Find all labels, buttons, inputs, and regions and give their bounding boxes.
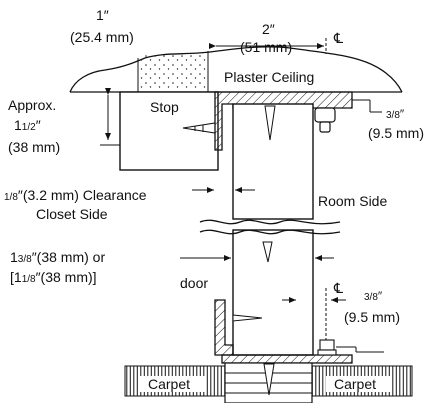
label-thickness-a: 13/8″(38 mm) or [10, 249, 105, 265]
label-approx: Approx. [8, 97, 56, 113]
centerline-top-icon: ℄ [333, 30, 343, 46]
label-2in-mm: (51 mm) [240, 39, 292, 55]
label-thickness-b: [11/8″(38 mm)] [10, 269, 97, 285]
label-closet-side: Closet Side [36, 206, 108, 222]
label-room-side: Room Side [318, 193, 387, 209]
door-panel [199, 103, 341, 356]
label-bottom-gap: 3/8″ [364, 289, 383, 303]
door-stop [119, 91, 219, 171]
label-clearance: 1/8″(3.2 mm) Clearance [4, 187, 147, 203]
label-stop: Stop [150, 99, 179, 115]
label-carpet-right: Carpet [334, 376, 376, 392]
bottom-guide [214, 299, 353, 364]
dimension-lines [100, 38, 384, 353]
label-top-gap: 3/8″ [386, 107, 405, 121]
label-approx-value: 11/2″ [14, 117, 41, 133]
floor [124, 362, 413, 403]
label-1in-mm: (25.4 mm) [70, 29, 134, 45]
centerline-bottom-icon: ℄ [333, 280, 343, 296]
label-carpet-left: Carpet [148, 376, 190, 392]
label-2in: 2″ [262, 21, 275, 37]
label-door: door [180, 275, 208, 291]
label-approx-mm: (38 mm) [8, 139, 60, 155]
label-top-gap-mm: (9.5 mm) [368, 125, 424, 141]
label-plaster-ceiling: Plaster Ceiling [224, 69, 314, 85]
label-bottom-gap-mm: (9.5 mm) [344, 309, 400, 325]
label-1in: 1″ [96, 7, 109, 23]
